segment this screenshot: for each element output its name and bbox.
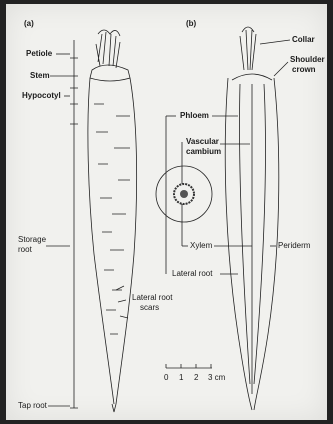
label-shoulder-line2: crown — [292, 65, 316, 74]
scale-bar-ticks — [166, 364, 211, 368]
cross-section-xylem-center — [180, 190, 188, 198]
panel-a-label: (a) — [24, 19, 34, 28]
scale-bar: 0 1 2 3 cm — [164, 364, 226, 382]
scale-tick-3: 3 cm — [208, 373, 226, 382]
label-phloem: Phloem — [180, 111, 209, 120]
leaf-tops — [98, 30, 120, 36]
label-storage-root-line1: Storage — [18, 235, 47, 244]
label-stem: Stem — [30, 71, 50, 80]
label-vascular-line1: Vascular — [186, 137, 219, 146]
petiole-stubs — [96, 32, 120, 68]
carrot-crown — [90, 65, 130, 81]
section-vascular-lines — [239, 84, 265, 394]
panel-b-label: (b) — [186, 19, 197, 28]
label-periderm: Periderm — [278, 241, 311, 250]
label-tap-root: Tap root — [18, 401, 48, 410]
carrot-cross-section — [156, 166, 212, 222]
leader-collar — [260, 40, 290, 44]
label-storage-root-line2: root — [18, 245, 33, 254]
label-petiole: Petiole — [26, 49, 53, 58]
carrot-whole-drawing — [88, 30, 137, 412]
leader-shoulder — [274, 62, 288, 76]
scale-tick-0: 0 — [164, 373, 169, 382]
label-lateral-root-scars-line2: scars — [140, 303, 159, 312]
label-shoulder-line1: Shoulder o — [290, 55, 327, 64]
section-leaf-bases — [240, 27, 256, 70]
book-page: (a) (b) Petiole — [6, 4, 327, 420]
scale-tick-1: 1 — [179, 373, 184, 382]
carrot-anatomy-diagram: (a) (b) Petiole — [6, 4, 327, 420]
label-vascular-line2: cambium — [186, 147, 221, 156]
scale-tick-2: 2 — [194, 373, 199, 382]
label-hypocotyl: Hypocotyl — [22, 91, 61, 100]
lateral-root-scar-marks — [116, 286, 128, 318]
label-xylem: Xylem — [190, 241, 213, 250]
carrot-section-drawing — [225, 27, 279, 410]
label-lateral-root-scars-line1: Lateral root — [132, 293, 173, 302]
section-shoulder — [232, 74, 272, 80]
label-collar: Collar — [292, 35, 315, 44]
label-lateral-root: Lateral root — [172, 269, 213, 278]
carrot-tip — [112, 404, 116, 412]
carrot-body-outline — [88, 78, 137, 404]
